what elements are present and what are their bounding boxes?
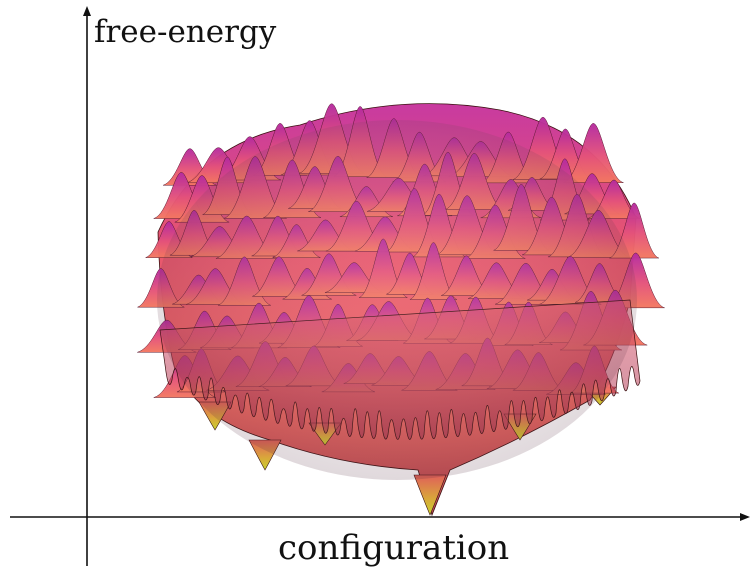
rugged-energy-surface bbox=[137, 103, 665, 517]
surface-well bbox=[413, 474, 447, 516]
x-axis-label: configuration bbox=[278, 528, 510, 568]
surface-shading bbox=[157, 120, 637, 480]
y-axis-arrowhead bbox=[83, 6, 91, 16]
y-axis-label: free-energy bbox=[94, 14, 277, 50]
surface-peak bbox=[563, 123, 624, 183]
axes bbox=[10, 6, 750, 566]
x-axis-arrowhead bbox=[740, 513, 750, 521]
